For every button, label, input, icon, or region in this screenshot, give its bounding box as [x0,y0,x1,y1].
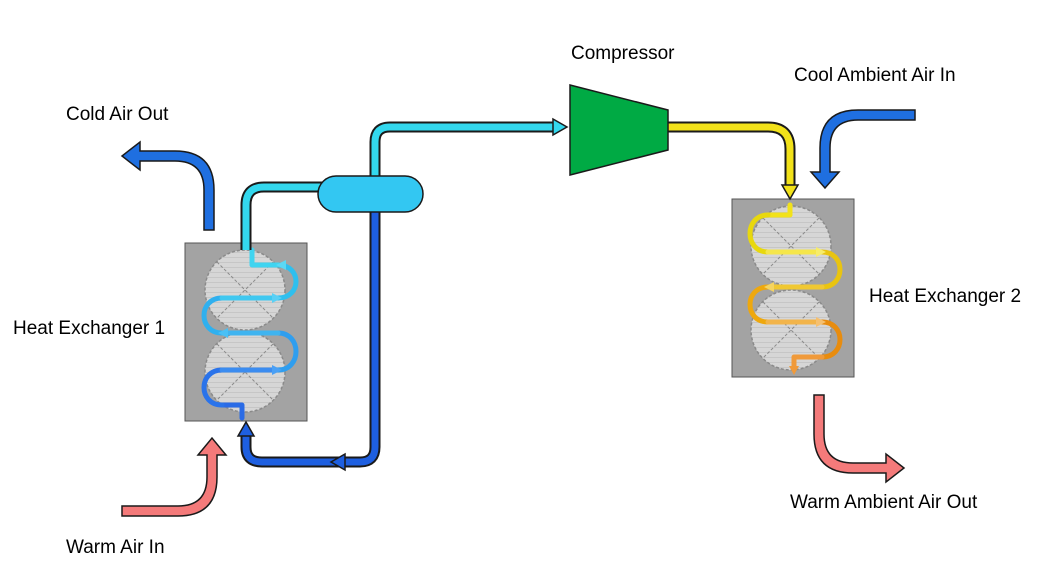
cool-ambient-air-in-label: Cool Ambient Air In [794,65,956,86]
warm-ambient-air-out-label: Warm Ambient Air Out [790,492,978,513]
pipe-return-to-hx1 [236,205,381,472]
warm-air-in-label: Warm Air In [66,537,165,558]
separator-tank [317,175,424,213]
compressor-label: Compressor [571,43,675,64]
coil-1 [201,247,299,421]
fan-upper-2 [750,205,832,287]
compressor-shape [569,84,669,176]
pipe-separator-to-compressor [369,117,569,180]
cold-air-out-label: Cold Air Out [66,104,169,125]
heat-exchanger-2-label: Heat Exchanger 2 [869,286,1022,307]
coil-2 [747,202,843,375]
warm-air-in-arrow [121,436,228,517]
cool-ambient-in-arrow [809,109,916,190]
heat-exchanger-1 [184,242,308,422]
heat-exchanger-1-label: Heat Exchanger 1 [13,318,166,339]
fan-lower-2 [750,289,832,371]
warm-ambient-out-arrow [813,394,906,484]
heat-exchanger-2 [731,198,855,378]
pipe-compressor-to-hx2 [668,121,800,201]
cold-air-out-arrow [120,140,215,231]
fan-upper-1 [204,249,286,331]
